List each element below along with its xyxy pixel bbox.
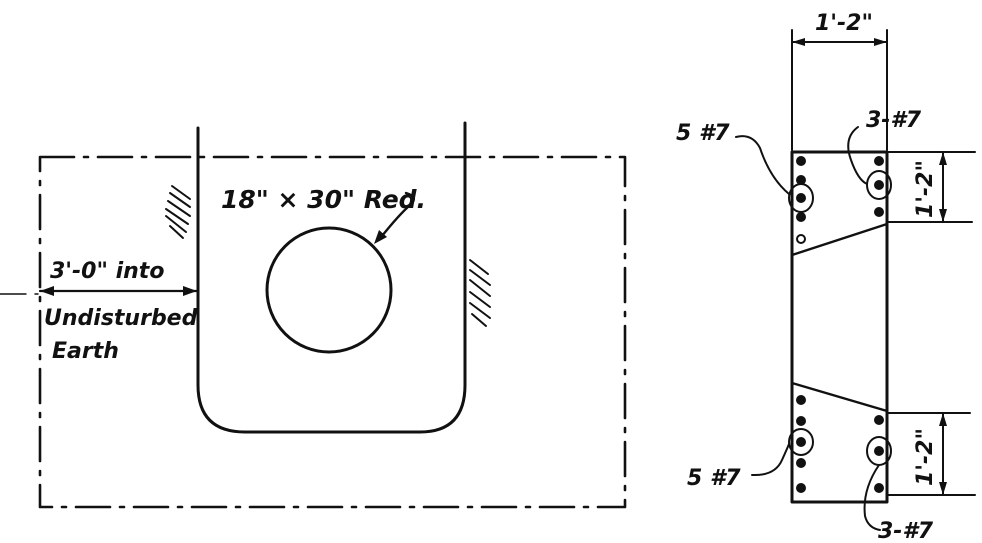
lower-dim-arrow-bottom: [939, 482, 947, 495]
embed-dim-arrow-left: [40, 286, 54, 296]
upper-left-bar-label: 5 #7: [676, 121, 730, 146]
upper-right-bars: [874, 156, 884, 217]
excavation-outline: [38, 155, 627, 509]
embed-label-line1: 3'-0" into: [50, 259, 164, 284]
wall-outline: [196, 121, 467, 434]
lower-left-bars: [796, 395, 806, 493]
headwall-elevation: 18" × 30" Red. 3'-0" into Undisturbed Ea…: [0, 121, 627, 509]
upper-left-bars: [796, 156, 806, 244]
embed-label-line2: Undisturbed: [44, 306, 198, 331]
embed-dim-arrow-right: [183, 286, 197, 296]
upper-right-leader: [847, 126, 868, 185]
upper-dim-arrow-top: [939, 152, 947, 165]
lower-haunch: [790, 381, 889, 413]
lower-right-bars: [874, 415, 884, 493]
section-outline: [790, 150, 889, 504]
top-dim-arrow-right: [874, 38, 887, 46]
lower-right-bar-label: 3-#7: [878, 519, 934, 543]
wall-section: 1'-2": [676, 11, 976, 543]
lower-left-bar-label: 5 #7: [687, 466, 741, 491]
upper-left-bar-callout: [788, 183, 814, 213]
lower-right-leader: [863, 464, 881, 531]
pipe-label: 18" × 30" Red.: [221, 185, 426, 214]
lower-left-bar-callout: [788, 428, 814, 456]
earth-hatch-left: [165, 185, 191, 239]
upper-haunch: [790, 222, 889, 257]
leader-arrowhead: [374, 230, 387, 244]
upper-left-leader: [735, 135, 790, 195]
lower-height-dim: 1'-2": [913, 428, 938, 486]
embed-label-line3: Earth: [52, 339, 119, 364]
top-width-dim: 1'-2": [815, 11, 873, 36]
upper-height-dim: 1'-2": [913, 160, 938, 218]
top-dim-arrow-left: [792, 38, 805, 46]
lower-dim-arrow-top: [939, 413, 947, 426]
pipe-opening: [265, 226, 393, 354]
pipe-label-leader: [380, 191, 415, 238]
earth-hatch-right: [469, 259, 491, 327]
upper-dim-arrow-bottom: [939, 209, 947, 222]
lower-left-leader: [751, 443, 790, 477]
upper-right-bar-label: 3-#7: [866, 108, 922, 133]
